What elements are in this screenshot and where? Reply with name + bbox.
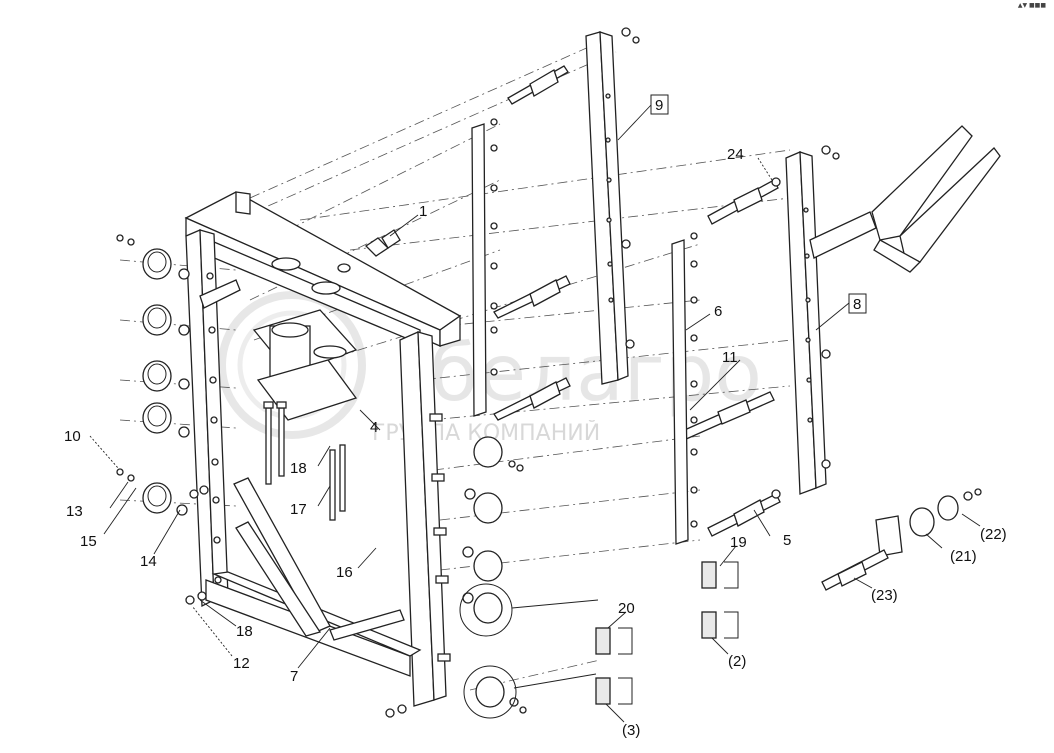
left-rubber-bumpers (116, 234, 407, 718)
callout-19: 19 (730, 534, 747, 551)
spring-clips (595, 561, 739, 705)
callout-10: 10 (64, 428, 81, 445)
callout-18-upper: 18 (290, 460, 307, 477)
label-box-9 (650, 94, 669, 115)
coupling-nut (364, 229, 401, 257)
rail-bar-left (471, 118, 498, 417)
callout-3: (3) (622, 722, 640, 739)
main-frame (184, 191, 462, 707)
leader-lines (89, 104, 981, 723)
callout-14: 14 (140, 553, 157, 570)
callout-8: 8 (853, 296, 861, 313)
callout-24: 24 (727, 146, 744, 163)
callout-22: (22) (980, 526, 1007, 543)
callout-21: (21) (950, 548, 977, 565)
callout-20: 20 (618, 600, 635, 617)
threaded-rods (493, 65, 781, 537)
callout-1: 1 (419, 203, 427, 220)
callout-17: 17 (290, 501, 307, 518)
callout-2: (2) (728, 653, 746, 670)
roller-subassembly (821, 488, 982, 591)
callout-16: 16 (336, 564, 353, 581)
right-rubber-bumpers (459, 436, 599, 719)
callout-18-lower: 18 (236, 623, 253, 640)
callout-4: 4 (370, 419, 378, 436)
vertical-bolts (263, 401, 346, 521)
callout-15: 15 (80, 533, 97, 550)
callout-7: 7 (290, 668, 298, 685)
callout-11: 11 (722, 349, 738, 366)
center-mount-bracket (252, 309, 358, 421)
callout-12: 12 (233, 655, 250, 672)
callout-5: 5 (783, 532, 791, 549)
channel-beam-8 (785, 125, 1001, 495)
rail-bar-6 (671, 232, 698, 545)
callout-23: (23) (871, 587, 898, 604)
callout-13: 13 (66, 503, 83, 520)
callout-6: 6 (714, 303, 722, 320)
channel-beam-9 (585, 27, 640, 385)
callout-9: 9 (655, 97, 663, 114)
corner-mark: ▲▼ ■■■ (1017, 2, 1046, 9)
callout-labels: 1 4 5 6 7 8 9 10 11 12 13 14 15 16 17 18… (64, 97, 1007, 739)
